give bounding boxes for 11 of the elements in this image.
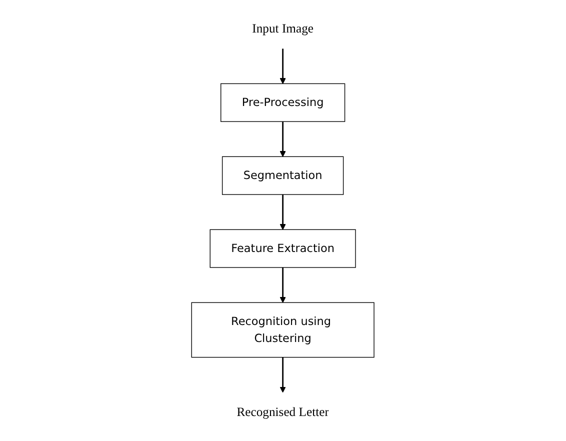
arrow (280, 268, 286, 303)
arrow (280, 122, 286, 157)
node-text: Input Image (252, 21, 314, 36)
arrow (280, 194, 286, 230)
node-box: Segmentation (222, 156, 344, 195)
node-box: Feature Extraction (210, 229, 356, 268)
arrow (280, 357, 286, 393)
node-box: Pre-Processing (220, 83, 346, 122)
node-text: Recognised Letter (236, 405, 330, 420)
arrow (280, 48, 286, 84)
node-box: Recognition using Clustering (191, 302, 375, 358)
